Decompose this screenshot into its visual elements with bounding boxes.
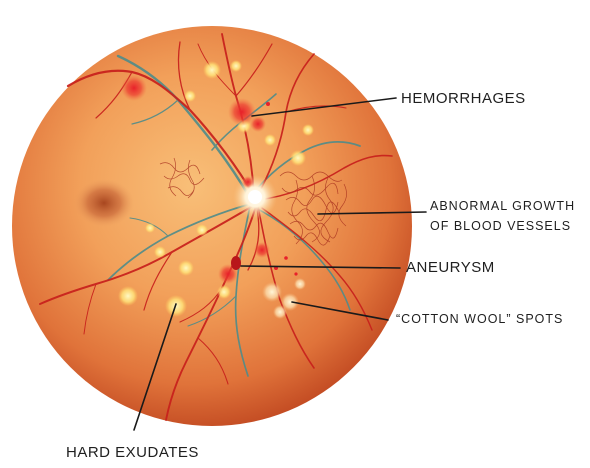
leader-line-hard-exudates <box>133 303 177 431</box>
cotton-wool-spots <box>262 278 306 319</box>
hemorrhage <box>228 98 256 126</box>
leader-line-aneurysm <box>240 265 401 269</box>
label-hemorrhages: HEMORRHAGES <box>401 90 526 107</box>
hemorrhage <box>250 116 266 132</box>
leader-lines <box>133 97 427 431</box>
label-cotton-wool-spots: “COTTON WOOL” SPOTS <box>396 312 564 326</box>
retina-fundus <box>12 26 412 426</box>
hemorrhage <box>242 176 254 188</box>
exudate <box>290 150 306 166</box>
hemorrhage-dot <box>294 272 298 276</box>
hemorrhages <box>121 75 298 284</box>
hemorrhage <box>254 242 270 258</box>
hemorrhage-dot <box>266 102 270 106</box>
aneurysm-bulge <box>231 256 241 270</box>
exudate <box>118 286 138 306</box>
exudate <box>184 90 196 102</box>
exudate <box>217 285 231 299</box>
exudate <box>302 124 314 136</box>
optic-disc-center <box>248 190 262 204</box>
hemorrhage <box>218 264 238 284</box>
leader-line-hemorrhages <box>251 97 397 117</box>
label-abnormal-growth-line2: OF BLOOD VESSELS <box>430 219 572 233</box>
exudate <box>264 134 276 146</box>
exudate <box>203 61 221 79</box>
label-aneurysm: ANEURYSM <box>406 259 495 276</box>
hemorrhage <box>121 75 147 101</box>
exudate <box>154 246 166 258</box>
label-abnormal-growth-line1: ABNORMAL GROWTH <box>430 199 576 213</box>
leader-line-abnormal-growth <box>317 211 427 215</box>
cotton-wool-spot <box>294 278 306 290</box>
exudate <box>196 224 208 236</box>
neovascularization <box>159 157 347 246</box>
exudate <box>178 260 194 276</box>
cotton-wool-spot <box>273 305 287 319</box>
hemorrhage-dot <box>284 256 288 260</box>
exudate <box>230 60 242 72</box>
hard-exudates <box>118 60 314 317</box>
macula <box>74 179 134 227</box>
leader-line-cotton-wool <box>291 301 389 321</box>
label-hard-exudates: HARD EXUDATES <box>66 444 199 461</box>
cotton-wool-spot <box>262 282 282 302</box>
exudate <box>145 223 155 233</box>
cotton-wool-spot <box>281 293 299 311</box>
